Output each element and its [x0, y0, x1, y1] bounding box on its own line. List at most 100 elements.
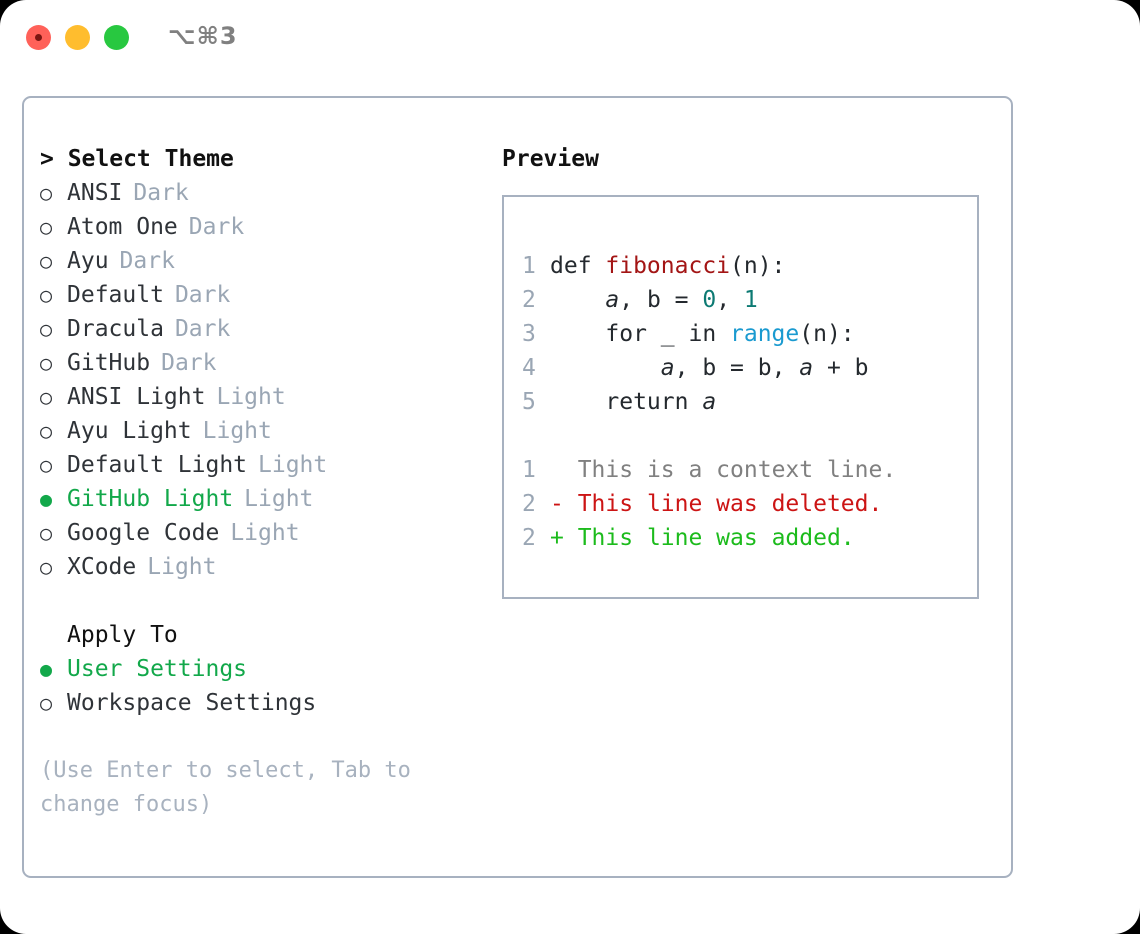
minimize-button-icon[interactable] — [65, 25, 90, 50]
code-token-plain: , — [716, 287, 744, 313]
apply-to-row[interactable]: ○ Workspace Settings — [40, 686, 490, 720]
theme-name: ANSI — [67, 180, 123, 206]
apply-to-row[interactable]: ●User Settings — [40, 652, 490, 686]
apply-to-list[interactable]: ●User Settings ○ Workspace Settings — [40, 652, 490, 720]
theme-name: Default — [67, 282, 164, 308]
code-token-num: 1 — [743, 287, 758, 313]
code-token-fn: fibonacci — [605, 253, 731, 279]
line-number: 2 — [522, 525, 536, 551]
theme-name: Ayu — [67, 248, 109, 274]
theme-name: XCode — [67, 554, 137, 580]
theme-name: Ayu Light — [67, 418, 192, 444]
code-token-var: a — [702, 389, 717, 415]
code-spacer — [522, 419, 977, 453]
diff-text: This is a context line. — [577, 457, 897, 483]
code-token-plain: , b = — [619, 287, 703, 313]
diff-sign: + — [550, 525, 578, 551]
maximize-button-icon[interactable] — [104, 25, 129, 50]
code-token-var: a — [660, 355, 675, 381]
keyboard-hint-text: (Use Enter to select, Tab to change focu… — [40, 758, 411, 817]
radio-unselected-icon: ○ — [40, 215, 53, 239]
code-line: 2 a, b = 0, 1 — [522, 283, 977, 317]
code-token-plain: + b — [813, 355, 869, 381]
theme-variant-tag: Dark — [133, 180, 189, 206]
theme-variant-tag: Dark — [174, 282, 231, 308]
radio-unselected-icon: ○ — [40, 283, 53, 307]
radio-unselected-icon: ○ — [40, 453, 53, 477]
theme-row[interactable]: ○ ANSI Dark — [40, 176, 490, 210]
close-button-icon[interactable] — [26, 25, 51, 50]
diff-sign — [550, 453, 578, 487]
theme-name: Atom One — [67, 214, 178, 240]
theme-variant-tag: Light — [147, 554, 217, 580]
theme-variant-tag: Light — [230, 520, 300, 546]
code-token-call: range — [730, 321, 800, 347]
code-token-plain: return — [550, 389, 703, 415]
diff-text: This line was deleted. — [577, 491, 883, 517]
theme-variant-tag: Dark — [188, 214, 245, 240]
code-line: 5 return a — [522, 385, 977, 419]
theme-variant-tag: Light — [202, 418, 272, 444]
line-number: 4 — [522, 355, 536, 381]
code-text: a, b = b, a + b — [550, 351, 869, 385]
preview-header: Preview — [502, 146, 599, 172]
radio-unselected-icon: ○ — [40, 419, 53, 443]
apply-to-label: Workspace Settings — [67, 690, 317, 716]
line-number: 2 — [522, 287, 536, 313]
select-theme-header: > Select Theme — [40, 146, 234, 172]
theme-row[interactable]: ○ Atom One Dark — [40, 210, 490, 244]
line-number: 2 — [522, 491, 536, 517]
code-line: 4 a, b = b, a + b — [522, 351, 977, 385]
code-token-plain: , b = b, — [674, 355, 800, 381]
traffic-lights — [26, 25, 129, 50]
radio-unselected-icon: ○ — [40, 691, 53, 715]
code-text: for _ in range(n): — [550, 317, 854, 351]
line-number: 1 — [522, 457, 536, 483]
code-line: 3 for _ in range(n): — [522, 317, 977, 351]
theme-variant-tag: Light — [216, 384, 286, 410]
line-number: 3 — [522, 321, 536, 347]
code-token-num: 0 — [702, 287, 717, 313]
code-token-var: a — [799, 355, 814, 381]
apply-to-header: Apply To — [67, 622, 178, 648]
theme-name: GitHub Light — [67, 486, 234, 512]
apply-to-label: User Settings — [67, 656, 248, 682]
theme-name: Dracula — [67, 316, 164, 342]
code-line: 1 def fibonacci(n): — [522, 249, 977, 283]
radio-unselected-icon: ○ — [40, 521, 53, 545]
radio-unselected-icon: ○ — [40, 249, 53, 273]
code-token-plain — [550, 355, 661, 381]
theme-row[interactable]: ○ Ayu Light Light — [40, 414, 490, 448]
diff-line: 2+ This line was added. — [522, 521, 977, 555]
code-token-var: a — [605, 287, 620, 313]
theme-variant-tag: Dark — [161, 350, 217, 376]
theme-name: Google Code — [67, 520, 220, 546]
theme-variant-tag: Light — [244, 486, 314, 512]
theme-variant-tag: Dark — [174, 316, 231, 342]
theme-row[interactable]: ○ Google Code Light — [40, 516, 490, 550]
code-token-plain: def — [550, 253, 606, 279]
line-number: 1 — [522, 253, 536, 279]
diff-line: 1 This is a context line. — [522, 453, 977, 487]
theme-variant-tag: Dark — [119, 248, 175, 274]
theme-row[interactable]: ○ Default Dark — [40, 278, 490, 312]
code-text: def fibonacci(n): — [550, 249, 785, 283]
radio-unselected-icon: ○ — [40, 181, 53, 205]
code-text: a, b = 0, 1 — [550, 283, 758, 317]
theme-name: ANSI Light — [67, 384, 206, 410]
theme-row[interactable]: ○ Ayu Dark — [40, 244, 490, 278]
diff-sign: - — [550, 491, 578, 517]
